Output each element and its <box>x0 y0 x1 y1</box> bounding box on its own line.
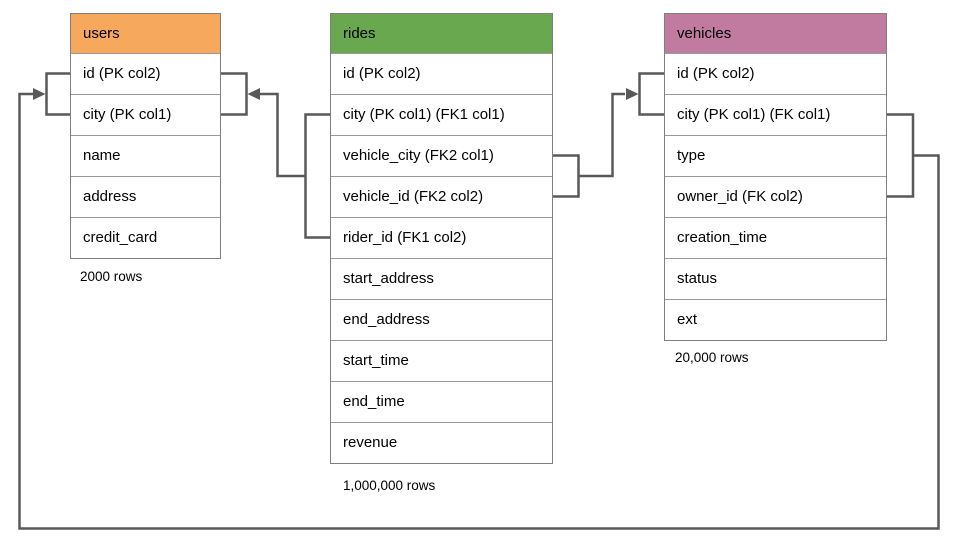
users-column-city: city (PK col1) <box>71 94 220 135</box>
rides-column-vehicle-id: vehicle_id (FK2 col2) <box>331 176 552 217</box>
rides-column-vehicle-city: vehicle_city (FK2 col1) <box>331 135 552 176</box>
vehicles-column-type: type <box>665 135 886 176</box>
vehicles-fk-arrowhead-icon <box>33 88 46 100</box>
rides-column-end-address: end_address <box>331 299 552 340</box>
vehicles-column-status: status <box>665 258 886 299</box>
rides-column-id: id (PK col2) <box>331 53 552 94</box>
table-users-header: users <box>71 14 220 53</box>
vehicles-column-ext: ext <box>665 299 886 340</box>
table-vehicles: vehicles id (PK col2) city (PK col1) (FK… <box>664 13 887 341</box>
rides-column-start-address: start_address <box>331 258 552 299</box>
table-rides: rides id (PK col2) city (PK col1) (FK1 c… <box>330 13 553 464</box>
rides-column-revenue: revenue <box>331 422 552 463</box>
users-right-bracket-line <box>221 72 248 116</box>
fk1-arrowhead-icon <box>247 88 260 100</box>
users-row-count-label: 2000 rows <box>80 269 143 284</box>
rides-column-end-time: end_time <box>331 381 552 422</box>
vehicles-column-city: city (PK col1) (FK col1) <box>665 94 886 135</box>
table-vehicles-header: vehicles <box>665 14 886 53</box>
rides-column-city: city (PK col1) (FK1 col1) <box>331 94 552 135</box>
users-left-bracket-line <box>45 72 70 116</box>
vehicles-column-creation-time: creation_time <box>665 217 886 258</box>
vehicles-left-bracket-line <box>638 72 664 116</box>
vehicles-row-count-label: 20,000 rows <box>675 350 749 365</box>
users-column-credit-card: credit_card <box>71 217 220 258</box>
rides-column-start-time: start_time <box>331 340 552 381</box>
fk2-connector-line <box>553 92 625 198</box>
fk2-arrowhead-icon <box>626 88 639 100</box>
users-column-name: name <box>71 135 220 176</box>
table-users: users id (PK col2) city (PK col1) name a… <box>70 13 221 259</box>
vehicles-column-owner-id: owner_id (FK col2) <box>665 176 886 217</box>
vehicles-column-id: id (PK col2) <box>665 53 886 94</box>
users-column-address: address <box>71 176 220 217</box>
table-rides-header: rides <box>331 14 552 53</box>
fk1-connector-line <box>258 92 330 239</box>
rides-column-rider-id: rider_id (FK1 col2) <box>331 217 552 258</box>
rides-row-count-label: 1,000,000 rows <box>343 478 436 493</box>
users-column-id: id (PK col2) <box>71 53 220 94</box>
